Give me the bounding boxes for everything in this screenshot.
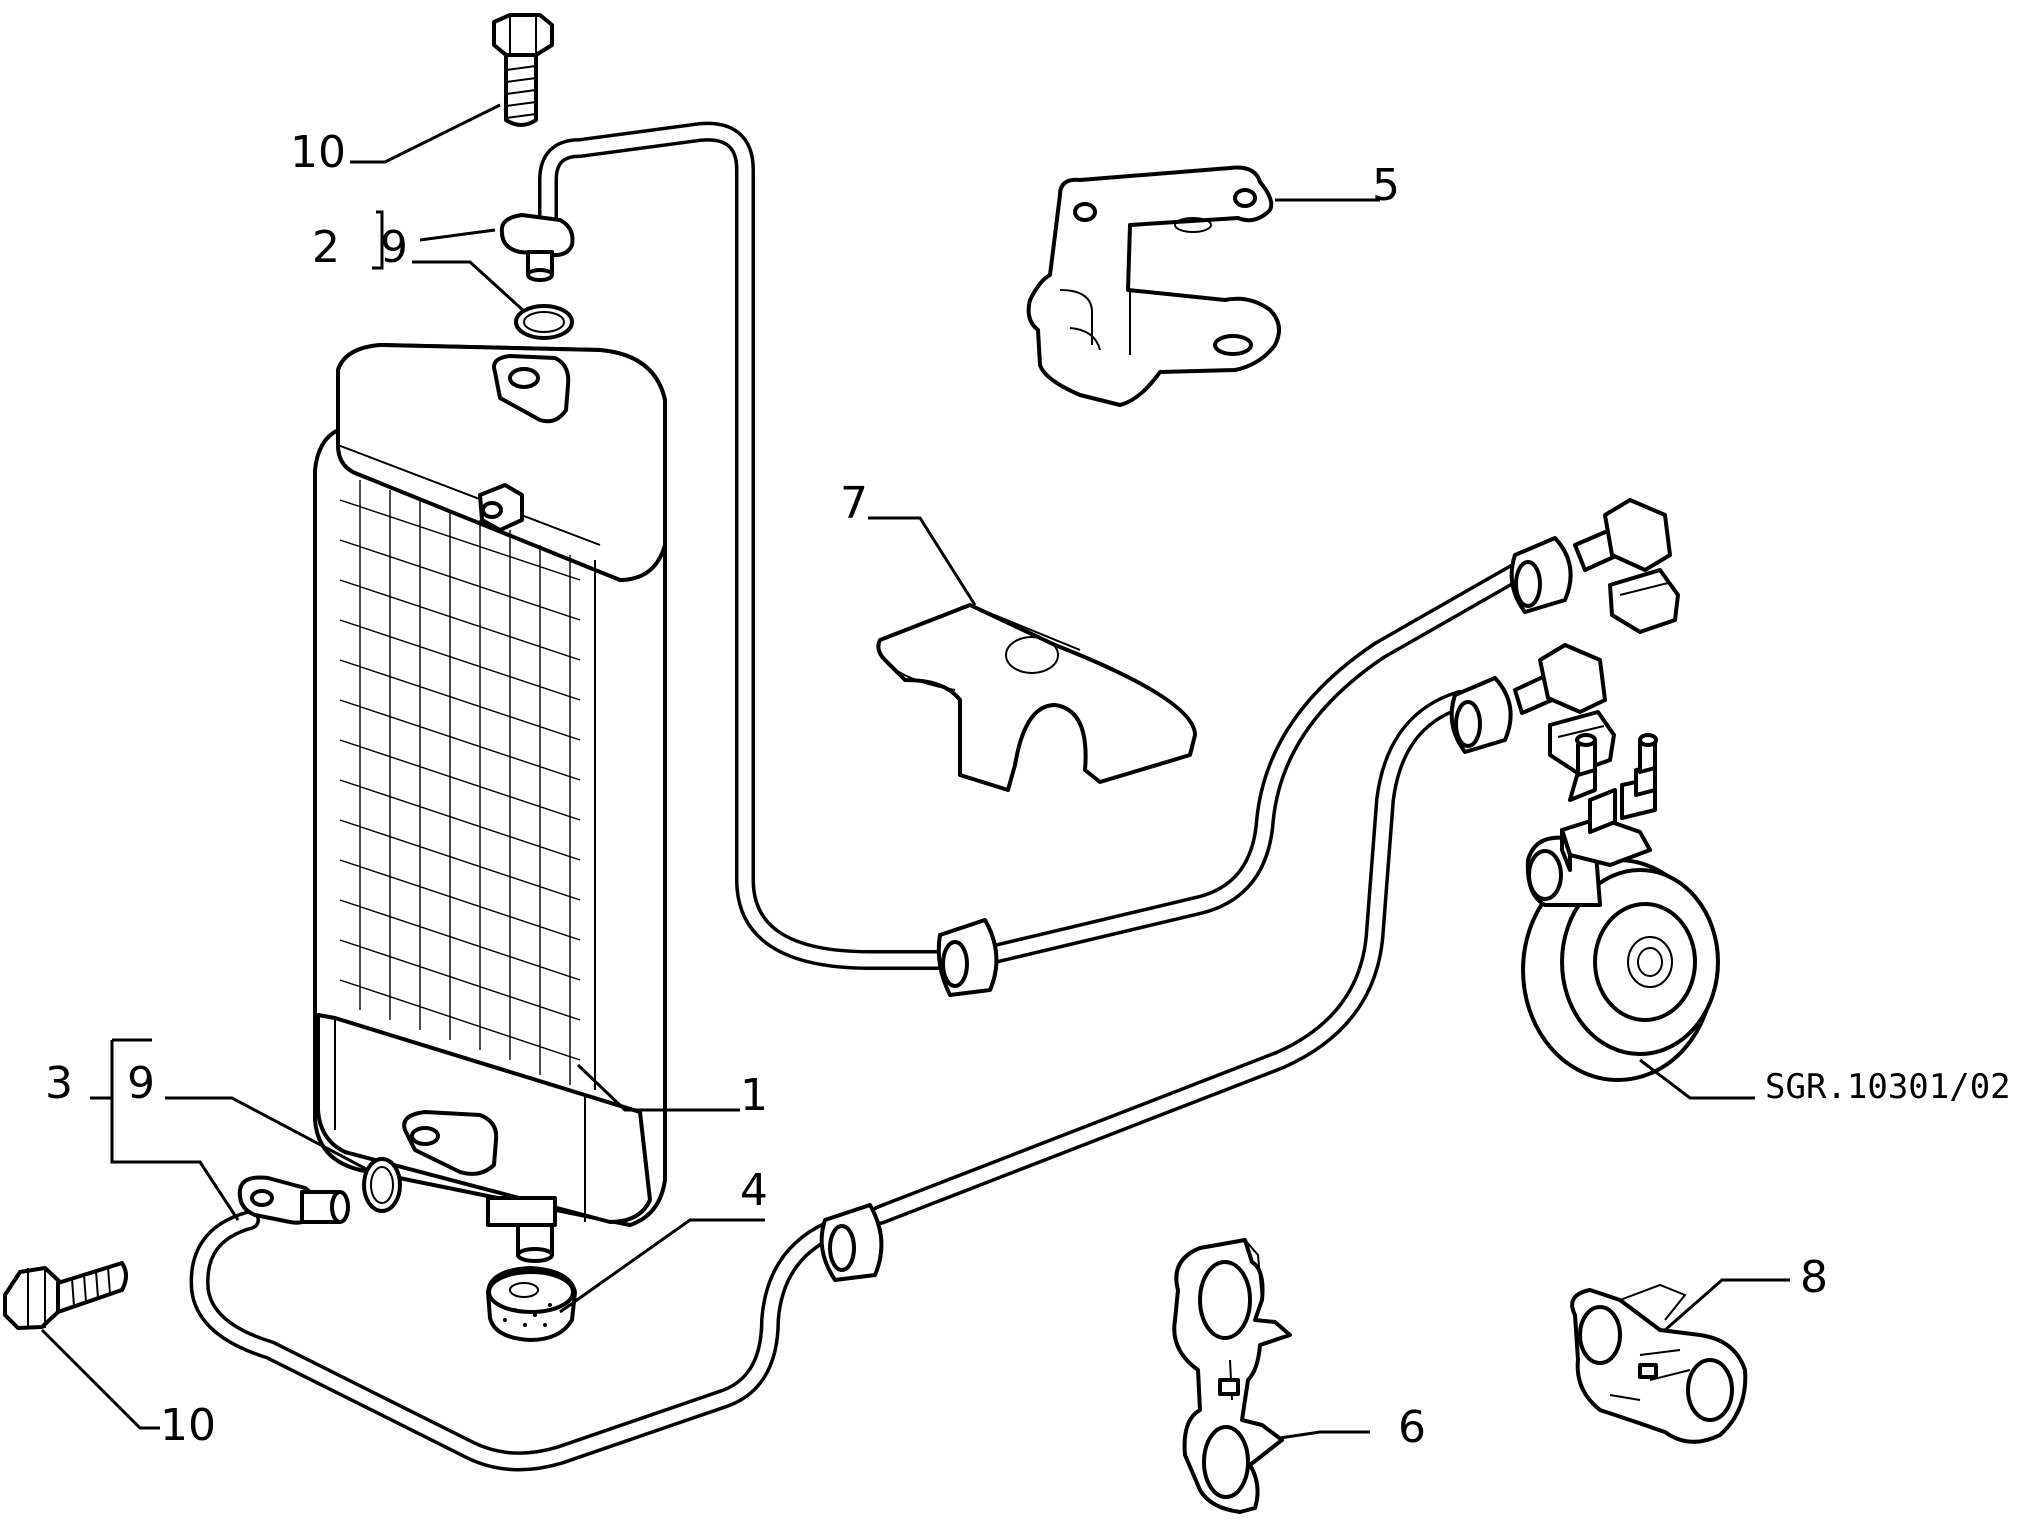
pipe-sleeve-mid: [936, 918, 999, 997]
callout-6: 6: [1398, 1402, 1426, 1453]
callout-8: 8: [1800, 1252, 1828, 1303]
callout-4: 4: [740, 1165, 768, 1216]
support-bracket: [1026, 165, 1281, 407]
pipe-clip: [1172, 1238, 1292, 1514]
oring-top: [514, 304, 574, 340]
callout-3: 3: [45, 1058, 73, 1109]
double-pipe-clip: [1570, 1283, 1748, 1444]
oil-radiator: [313, 343, 667, 1263]
pipe-sleeve-lower-left: [819, 1203, 884, 1282]
oil-filter-adapter: [1521, 733, 1720, 1082]
callout-10-bottom: 10: [160, 1400, 216, 1451]
callout-5: 5: [1372, 160, 1400, 211]
radiator-hex-nut: [478, 483, 524, 532]
callout-labels: 10 2 9 5 7 1 4 3 9 10 6 8 SGR.10301/02: [45, 127, 2011, 1453]
banjo-fitting-bottom: [237, 1175, 350, 1225]
pipe-cover: [876, 603, 1197, 792]
callout-10-top: 10: [290, 127, 346, 178]
oil-pipe-upper: [538, 121, 1530, 970]
radiator-bottom-boss: [402, 1110, 499, 1176]
callout-1: 1: [740, 1070, 768, 1121]
callout-2: 2: [312, 222, 340, 273]
bolt-bottom: [3, 1261, 128, 1330]
banjo-fitting-top: [499, 213, 575, 282]
drain-plug: [486, 1266, 577, 1342]
radiator-grille: [339, 480, 581, 1085]
reference-code: SGR.10301/02: [1765, 1067, 2011, 1107]
radiator-top-boss: [492, 354, 571, 424]
bolt-top: [492, 13, 554, 127]
leader-lines: [40, 103, 1790, 1440]
radiator-bottom-spigot: [486, 1196, 557, 1263]
pipe-sleeve-upper-right: [1509, 536, 1573, 614]
pipe-sleeve-lower-right: [1449, 676, 1513, 754]
oring-bottom: [362, 1157, 402, 1213]
callout-7: 7: [840, 478, 868, 529]
callout-9-top: 9: [380, 222, 408, 273]
elbow-fitting-lower: [1513, 643, 1616, 774]
elbow-fitting-upper: [1573, 498, 1680, 634]
callout-9-bottom: 9: [127, 1058, 155, 1109]
oil-pipe-lower: [189, 690, 1480, 1472]
